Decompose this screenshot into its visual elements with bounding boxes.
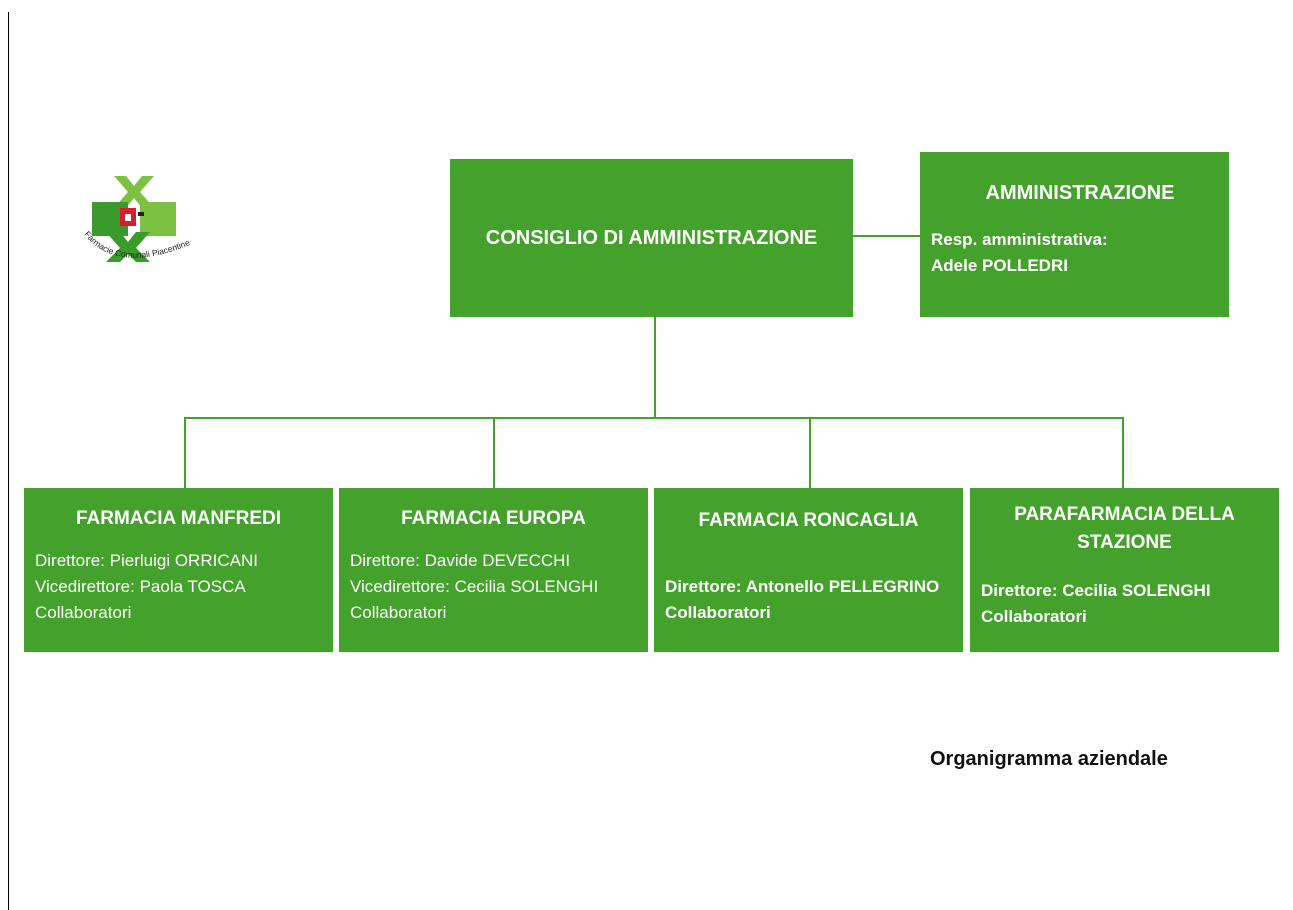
unit-collaborators: Collaboratori [981, 607, 1087, 626]
unit-title: FARMACIA EUROPA [401, 508, 586, 529]
board-title: CONSIGLIO DI AMMINISTRAZIONE [485, 226, 818, 249]
administration-box: AMMINISTRAZIONE Resp. amministrativa: Ad… [920, 152, 1229, 317]
board-box: CONSIGLIO DI AMMINISTRAZIONE [450, 159, 853, 317]
drop-connector-1 [184, 418, 186, 488]
diagram-caption: Organigramma aziendale [930, 748, 1168, 770]
administration-role: Resp. amministrativa: [931, 230, 1108, 249]
unit-title-line2: STAZIONE [1077, 532, 1172, 553]
unit-box-parafarmacia: PARAFARMACIA DELLA STAZIONE Direttore: C… [970, 488, 1279, 652]
unit-director: Direttore: Cecilia SOLENGHI [981, 581, 1211, 600]
board-admin-connector [852, 235, 920, 237]
administration-title: AMMINISTRAZIONE [985, 182, 1175, 204]
unit-box-roncaglia: FARMACIA RONCAGLIA Direttore: Antonello … [654, 488, 963, 652]
unit-title: FARMACIA RONCAGLIA [698, 510, 919, 531]
unit-collaborators: Collaboratori [665, 603, 771, 622]
company-logo: Farmacie Comunali Piacentine [76, 172, 200, 282]
left-border-line [8, 12, 9, 910]
unit-director: Direttore: Pierluigi ORRICANI [35, 551, 258, 570]
unit-box-europa: FARMACIA EUROPA Direttore: Davide DEVECC… [339, 488, 648, 652]
unit-collaborators: Collaboratori [35, 603, 132, 622]
unit-box-manfredi: FARMACIA MANFREDI Direttore: Pierluigi O… [24, 488, 333, 652]
drop-connector-3 [809, 418, 811, 488]
unit-title: FARMACIA MANFREDI [75, 508, 282, 529]
administration-person: Adele POLLEDRI [931, 256, 1068, 275]
unit-vice-director: Vicedirettore: Paola TOSCA [35, 577, 246, 596]
logo-mark-icon: Farmacie Comunali Piacentine [82, 176, 191, 262]
unit-director: Direttore: Antonello PELLEGRINO [665, 577, 940, 596]
drop-connector-4 [1122, 418, 1124, 488]
horizontal-bus-connector [184, 417, 1124, 419]
unit-director: Direttore: Davide DEVECCHI [350, 551, 571, 570]
drop-connector-2 [493, 418, 495, 488]
unit-vice-director: Vicedirettore: Cecilia SOLENGHI [350, 577, 599, 596]
unit-title-line1: PARAFARMACIA DELLA [1014, 504, 1235, 525]
unit-collaborators: Collaboratori [350, 603, 447, 622]
board-down-connector [654, 316, 656, 418]
